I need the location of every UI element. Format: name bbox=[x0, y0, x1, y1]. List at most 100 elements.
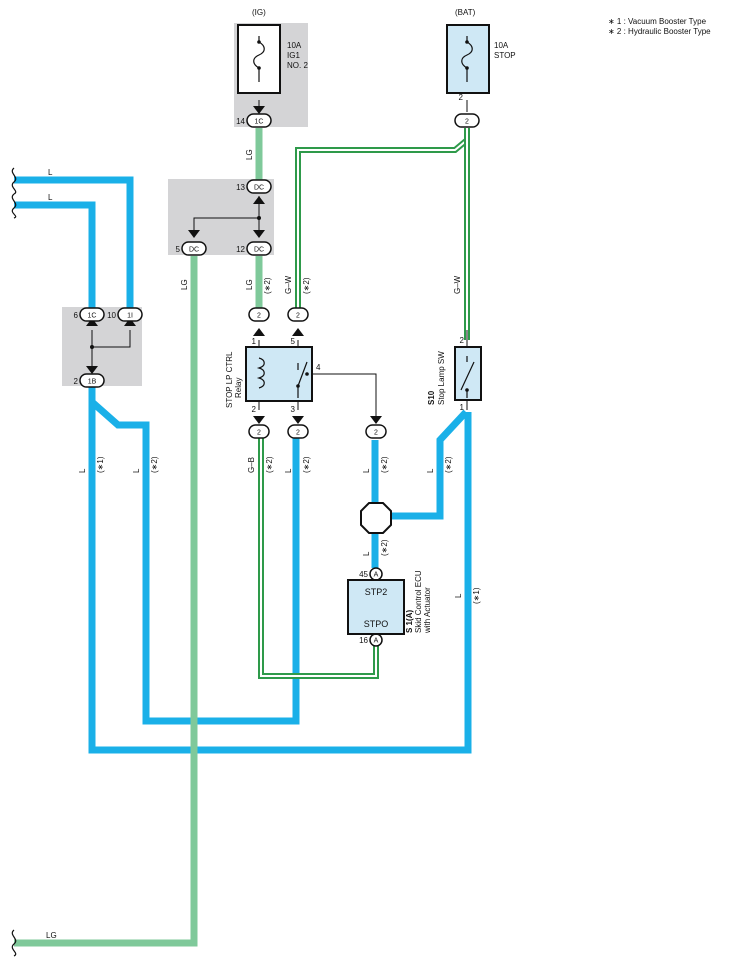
wire-label-L-second: L bbox=[48, 193, 53, 202]
skid-control-ecu bbox=[347, 579, 405, 635]
switch-name: Stop Lamp SW bbox=[437, 351, 446, 405]
wl-n1-a: (∗1) bbox=[96, 456, 105, 473]
wire-GW-top-core bbox=[297, 128, 468, 308]
connector-ovals bbox=[79, 113, 480, 647]
legend-item-2: ∗ 2 : Hydraulic Booster Type bbox=[608, 27, 711, 36]
break-mark-3 bbox=[11, 929, 17, 957]
wl-n2-f: (∗2) bbox=[380, 456, 389, 473]
pin-6: 6 bbox=[74, 311, 79, 320]
conn-dc-5: DC bbox=[189, 247, 199, 254]
conn-dc-12: DC bbox=[254, 247, 264, 254]
wire-label-LG-bottom: LG bbox=[46, 931, 57, 940]
splice-junction bbox=[360, 502, 392, 534]
wire-break-marks bbox=[11, 167, 17, 957]
wires-GW bbox=[258, 128, 470, 679]
conn-2-fuse: 2 bbox=[465, 119, 469, 126]
wire-GB-core bbox=[260, 438, 377, 677]
wl-LG-3: LG bbox=[180, 279, 189, 290]
pin-16: 16 bbox=[359, 636, 368, 645]
wl-n1-b: (∗1) bbox=[472, 587, 481, 604]
relay-name: STOP LP CTRL bbox=[225, 351, 234, 408]
wl-L-d: L bbox=[362, 468, 371, 473]
break-mark-1 bbox=[11, 167, 17, 195]
wl-L-a: L bbox=[78, 468, 87, 473]
pin-14: 14 bbox=[236, 117, 245, 126]
conn-2-relay3: 2 bbox=[296, 430, 300, 437]
conn-2-relay4: 2 bbox=[374, 430, 378, 437]
wl-GW-2: G–W bbox=[453, 275, 462, 294]
wl-L-f: L bbox=[362, 551, 371, 556]
conn-2-relay5: 2 bbox=[296, 313, 300, 320]
conn-1c-top: 1C bbox=[255, 119, 264, 126]
pin-5-relay: 5 bbox=[291, 337, 296, 346]
conn-2-relay1: 2 bbox=[257, 313, 261, 320]
stop-lp-ctrl-relay bbox=[245, 346, 313, 402]
connector-codes: 1C DC DC DC 1C 1I 1B 2 2 2 2 2 2 A A bbox=[88, 119, 470, 645]
pin-4-relay: 4 bbox=[316, 363, 321, 372]
wl-GW-1: G–W bbox=[284, 275, 293, 294]
wire-LG-DC5-to-ground bbox=[14, 256, 198, 947]
wl-L-c: L bbox=[284, 468, 293, 473]
pin-1-relay: 1 bbox=[252, 337, 257, 346]
pin-5: 5 bbox=[176, 245, 181, 254]
pin-3-relay: 3 bbox=[291, 405, 296, 414]
wl-GB: G–B bbox=[247, 457, 256, 473]
legend: ∗ 1 : Vacuum Booster Type ∗ 2 : Hydrauli… bbox=[608, 17, 711, 37]
pin-2-fuse: 2 bbox=[459, 93, 464, 102]
fuse-ig1 bbox=[237, 24, 281, 94]
fuse-ig-number: NO. 2 bbox=[287, 61, 308, 70]
pin-45: 45 bbox=[359, 570, 368, 579]
wl-L-g: L bbox=[454, 593, 463, 598]
wl-L-b: L bbox=[132, 468, 141, 473]
wl-n2-c: (∗2) bbox=[150, 456, 159, 473]
pin-2-1b: 2 bbox=[74, 377, 79, 386]
conn-1i: 1I bbox=[127, 313, 133, 320]
wire-L-second bbox=[14, 201, 96, 312]
bat-label: (BAT) bbox=[455, 8, 476, 17]
fuse-stop bbox=[446, 24, 490, 94]
fuse-ig-rating: 10A bbox=[287, 41, 302, 50]
vertical-wire-labels: LG LG (∗2) G–W (∗2) LG G–W L (∗1) L (∗2)… bbox=[78, 149, 481, 604]
ecu-pin-stp2: STP2 bbox=[365, 587, 388, 597]
pin-12: 12 bbox=[236, 245, 245, 254]
conn-2-relay2: 2 bbox=[257, 430, 261, 437]
wire-L-top bbox=[14, 176, 134, 312]
pin-2-sw: 2 bbox=[460, 336, 465, 345]
legend-item-1: ∗ 1 : Vacuum Booster Type bbox=[608, 17, 707, 26]
wl-n2-d: (∗2) bbox=[265, 456, 274, 473]
break-mark-2 bbox=[11, 193, 17, 219]
pin-1-sw: 1 bbox=[460, 403, 465, 412]
pin-10: 10 bbox=[107, 311, 116, 320]
switch-code: S10 bbox=[427, 390, 436, 405]
wl-n2-e: (∗2) bbox=[302, 456, 311, 473]
wl-LG-1: LG bbox=[245, 149, 254, 160]
conn-1c-left: 1C bbox=[88, 313, 97, 320]
wl-n2-h: (∗2) bbox=[380, 539, 389, 556]
wl-L-e: L bbox=[426, 468, 435, 473]
wire-L-1B-to-stop-sw bbox=[88, 382, 472, 754]
terminal-arrows bbox=[86, 106, 382, 424]
wire-GW-top-outline bbox=[295, 128, 470, 308]
conn-dc-13: DC bbox=[254, 185, 264, 192]
ecu-code: S 1(A) bbox=[405, 610, 414, 633]
fuse-stop-rating: 10A bbox=[494, 41, 509, 50]
pin-13: 13 bbox=[236, 183, 245, 192]
wire-label-L-top: L bbox=[48, 168, 53, 177]
fuse-ig-name: IG1 bbox=[287, 51, 300, 60]
wl-LG-2: LG bbox=[245, 279, 254, 290]
conn-1b: 1B bbox=[88, 379, 97, 386]
wl-n2-a: (∗2) bbox=[263, 277, 272, 294]
wire-L-sw-to-splice bbox=[390, 409, 469, 520]
conn-a-45: A bbox=[374, 572, 379, 579]
wires-LG bbox=[14, 128, 263, 947]
stop-lamp-switch bbox=[454, 346, 482, 401]
wl-n2-g: (∗2) bbox=[444, 456, 453, 473]
ig-label: (IG) bbox=[252, 8, 266, 17]
relay-sub: Relay bbox=[234, 378, 243, 398]
pin-2-relay: 2 bbox=[252, 405, 257, 414]
wires-L bbox=[14, 176, 472, 754]
pin-numbers: 14 13 12 5 6 10 2 2 1 5 2 3 2 1 45 16 bbox=[74, 93, 465, 645]
conn-a-16: A bbox=[374, 638, 379, 645]
